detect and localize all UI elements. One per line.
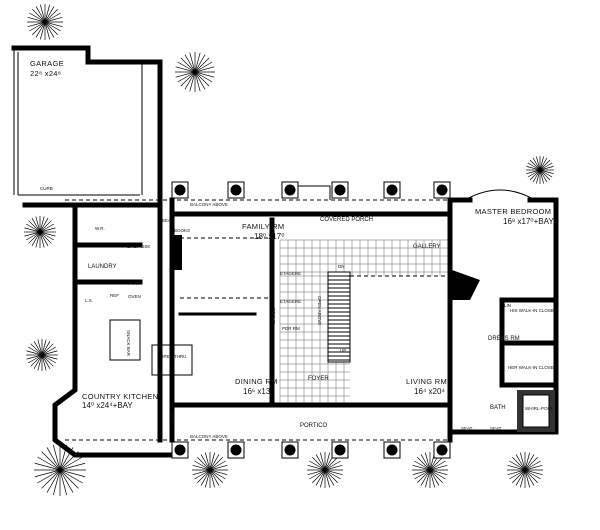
staircase: [327, 271, 351, 363]
tree-icon: [24, 4, 554, 496]
column-icon: [227, 441, 245, 459]
country-kitchen-dim: 14⁰ x24⁴+BAY: [82, 401, 133, 410]
column-icon: [433, 181, 451, 199]
columns: [171, 181, 451, 459]
up-label: UP: [340, 348, 346, 353]
wr-label: W.R.: [95, 226, 105, 231]
open-above-label: OPEN ABOVE: [317, 296, 322, 325]
books-label: BOOKS: [174, 228, 190, 233]
country-kitchen-label: COUNTRY KITCHEN: [82, 392, 158, 401]
walls: [22, 197, 559, 458]
gallery-label: GALLERY: [413, 244, 441, 250]
garage-label: GARAGE: [30, 59, 64, 68]
etagere-label: ETAGERE: [280, 299, 301, 304]
drop-desk-label: DROP DSK: [127, 244, 150, 249]
balcony-above-bottom: BALCONY ABOVE: [190, 434, 228, 439]
seat-label: SEAT: [490, 426, 502, 431]
garage: [11, 45, 163, 203]
open-thru: [151, 344, 193, 376]
master-bedroom-label: MASTER BEDROOM: [475, 207, 551, 216]
column-icon: [281, 441, 299, 459]
column-icon: [331, 181, 349, 199]
foyer-label: FOYER: [308, 376, 329, 382]
seat-label: SEAT: [162, 218, 174, 223]
tree-icon: [307, 452, 343, 488]
dn-label: DN: [338, 264, 345, 269]
column-icon: [227, 181, 245, 199]
porch-step: [290, 185, 331, 200]
her-closet-label: HER WALK-IN CLOSET: [508, 365, 557, 370]
desk-label: DESK: [170, 412, 175, 424]
tree-icon: [175, 52, 215, 92]
tree-icon: [526, 156, 554, 184]
portico-label: PORTICO: [300, 423, 328, 429]
dashed-lines: [65, 199, 450, 441]
books-label: BOOKS: [271, 308, 276, 324]
whirlpool-tub: [522, 394, 550, 428]
pantry-label: PTRY: [128, 281, 140, 286]
bay-window: [464, 189, 536, 201]
tree-icon: [412, 452, 448, 488]
covered-porch-label: COVERED PORCH: [320, 217, 373, 223]
lazy-susan-label: L.S.: [85, 298, 93, 303]
family-room-label: FAMILY RM: [242, 222, 284, 231]
column-icon: [433, 441, 451, 459]
column-icon: [383, 441, 401, 459]
room-labels: GARAGE 22⁸ x24⁸ CURB BALCONY ABOVE BALCO…: [30, 59, 557, 439]
open-thru-label: OPEN THRU: [160, 354, 186, 359]
column-icon: [383, 181, 401, 199]
tree-icon: [24, 216, 56, 248]
column-icon: [171, 181, 189, 199]
seat-label: SEAT: [461, 426, 473, 431]
column-icon: [281, 181, 299, 199]
tree-icon: [507, 452, 543, 488]
etagere-label: ETAGERE: [280, 271, 301, 276]
his-closet-label: HIS WALK-IN CLOSET: [510, 308, 557, 313]
column-icon: [171, 441, 189, 459]
kitchen-island: [109, 319, 141, 361]
curb-label: CURB: [40, 186, 53, 191]
dress-room-label: DRESS RM: [488, 336, 520, 342]
tree-icon: [192, 452, 228, 488]
family-room-dim: 18⁰ x17⁰: [254, 232, 284, 241]
snack-bar-label: SNACK BAR: [126, 330, 131, 357]
balcony-above-top: BALCONY ABOVE: [190, 202, 228, 207]
living-room-dim: 16⁴ x20⁴: [414, 387, 445, 396]
tree-icon: [26, 339, 58, 371]
laundry-label: LAUNDRY: [88, 264, 117, 270]
living-room-label: LIVING RM: [406, 377, 447, 386]
tree-icon: [34, 444, 86, 496]
tree-icon: [27, 4, 63, 40]
powder-room-label: PDR RM: [282, 326, 300, 331]
garage-dim: 22⁸ x24⁸: [30, 69, 61, 78]
column-icon: [331, 441, 349, 459]
linen-label: LIN: [504, 303, 511, 308]
ref-label: REF: [110, 293, 119, 298]
dining-room-label: DINING RM: [235, 377, 278, 386]
master-bedroom-dim: 16⁸ x17⁰+BAY: [503, 217, 554, 226]
dining-room-dim: 16⁶ x13⁰: [243, 387, 274, 396]
oven-label: OVEN: [128, 294, 141, 299]
bath-label: BATH: [490, 405, 506, 411]
whirlpool-label: WHIRL-POOL: [525, 406, 554, 411]
